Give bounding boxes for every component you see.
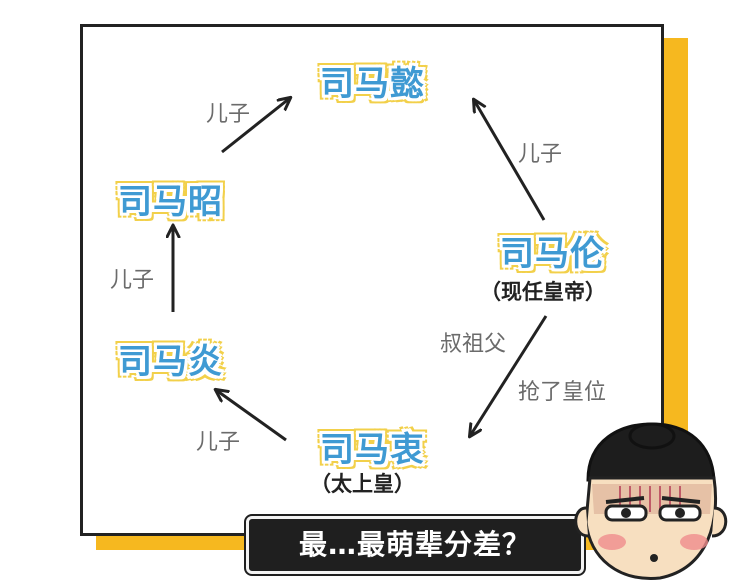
arrow-zhong-to-yan bbox=[216, 390, 287, 442]
edge-label-lun-to-zhong-relation: 叔祖父 bbox=[440, 332, 507, 357]
edge-label-yan-to-zhao: 儿子 bbox=[110, 268, 155, 293]
diagram-frame bbox=[80, 24, 664, 536]
node-sima-zhong-subtitle: （太上皇） bbox=[310, 472, 415, 496]
arrow-lun-to-yi bbox=[474, 100, 546, 221]
node-sima-yi: 司马懿 bbox=[320, 64, 425, 104]
edge-label-zhong-to-yan: 儿子 bbox=[196, 430, 241, 455]
edge-label-lun-to-yi: 儿子 bbox=[518, 142, 563, 167]
node-sima-lun: 司马伦 bbox=[500, 234, 605, 274]
edge-label-zhao-to-yi: 儿子 bbox=[206, 102, 251, 127]
node-sima-zhao: 司马昭 bbox=[118, 182, 223, 222]
arrow-lun-to-zhong bbox=[470, 315, 548, 436]
node-sima-lun-subtitle: （现任皇帝） bbox=[480, 280, 606, 304]
node-sima-yan: 司马炎 bbox=[118, 342, 223, 382]
node-sima-zhong: 司马衷 bbox=[320, 430, 425, 470]
arrow-zhao-to-yi bbox=[221, 98, 290, 154]
caption-banner: 最…最萌辈分差？ bbox=[246, 516, 584, 574]
edge-label-lun-to-zhong-action: 抢了皇位 bbox=[518, 380, 607, 405]
cartoon-face-illustration bbox=[574, 422, 728, 580]
